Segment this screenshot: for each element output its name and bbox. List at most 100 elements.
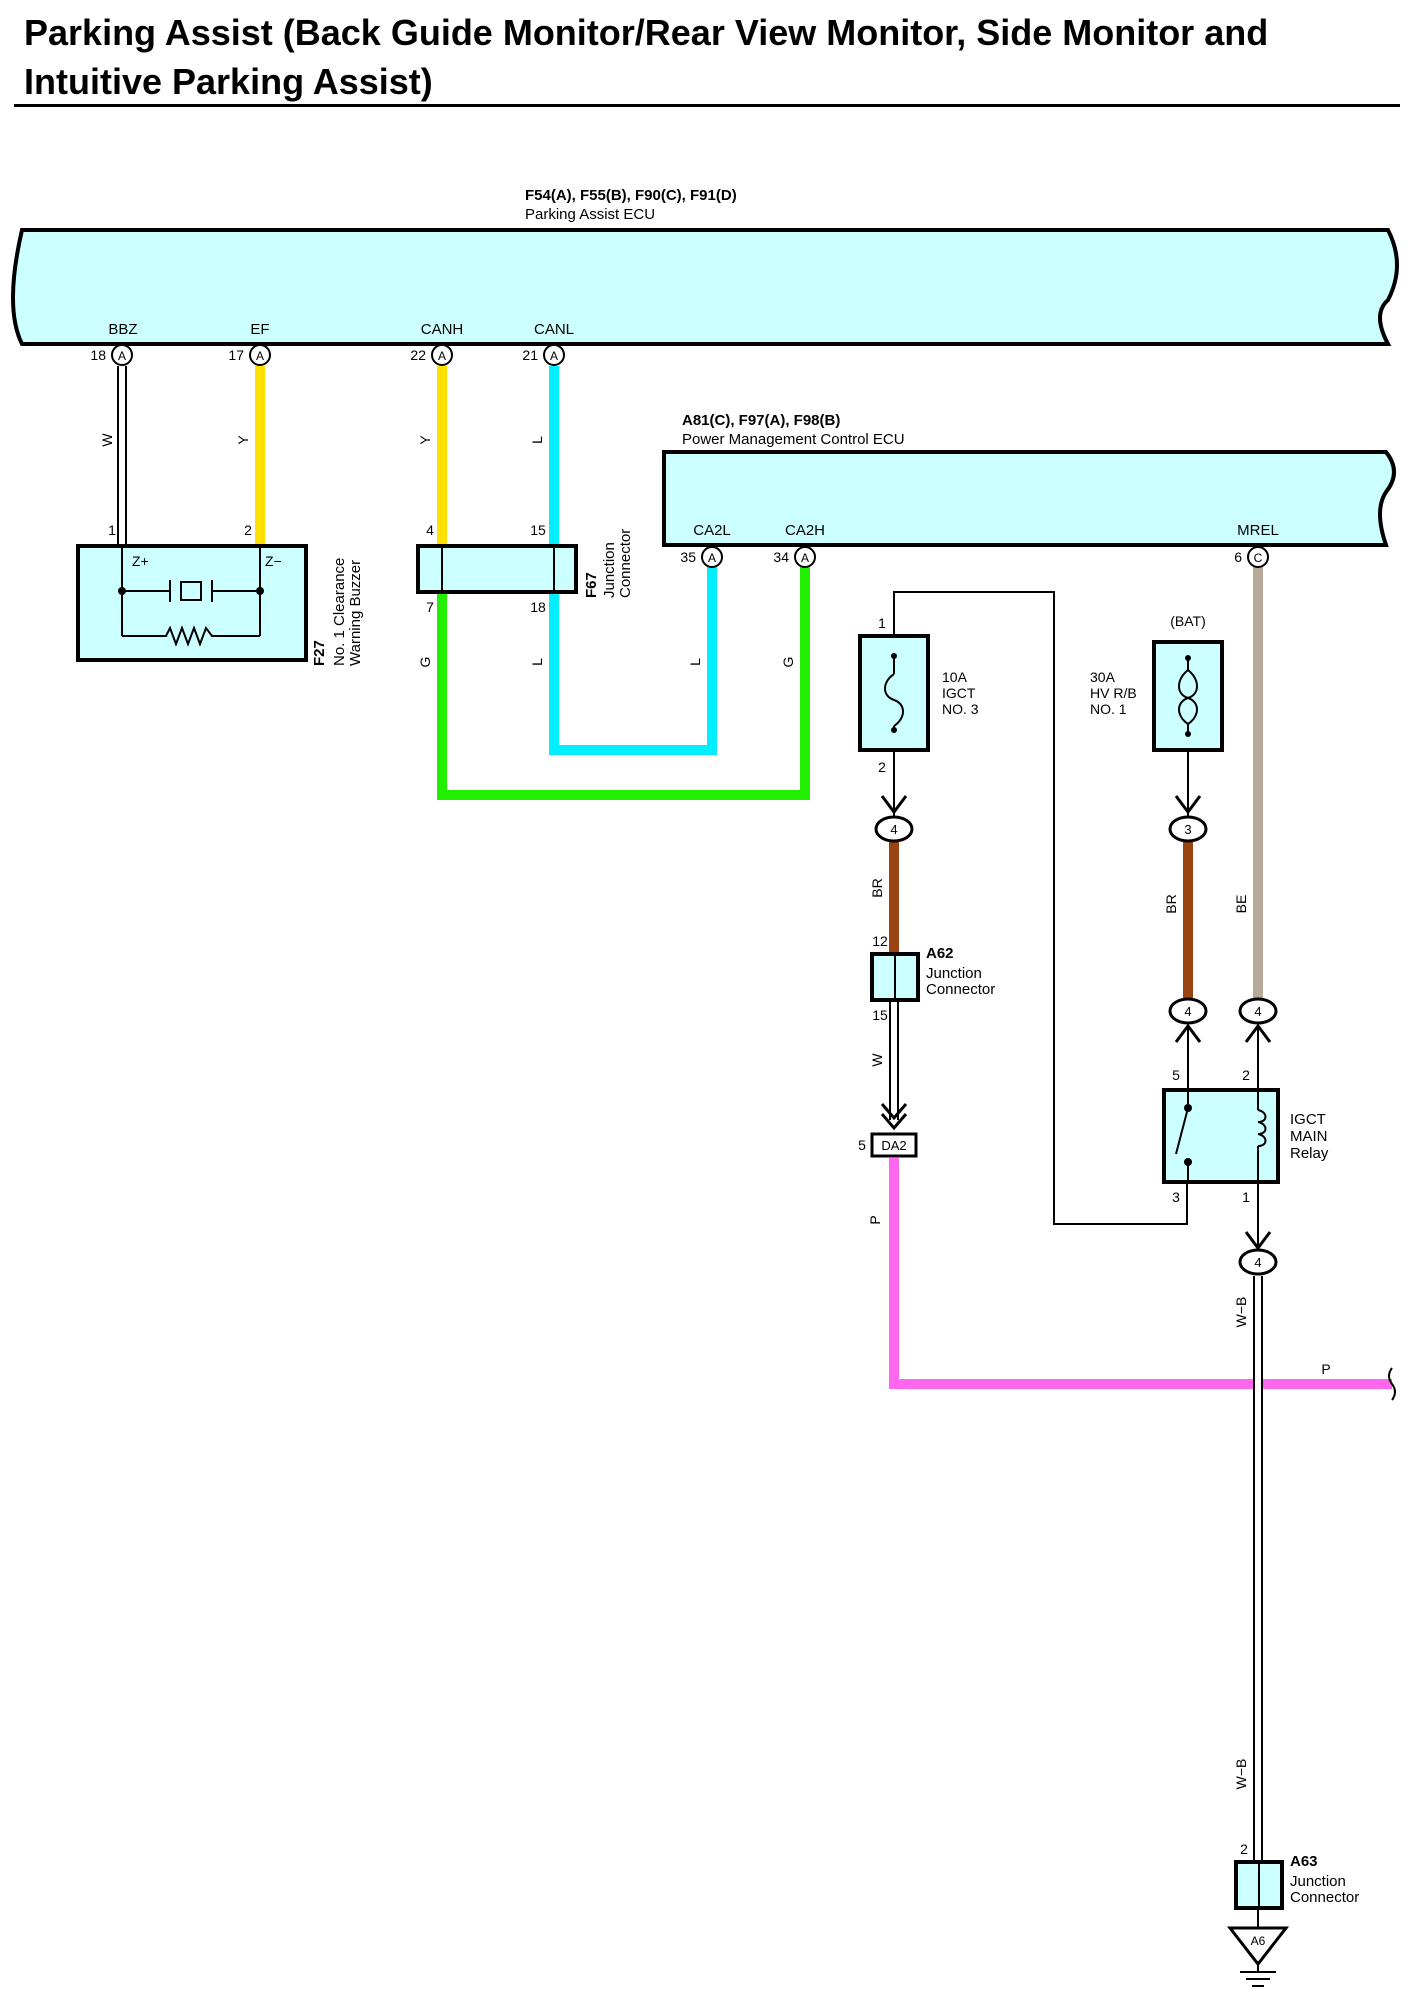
- a62-code: A62: [926, 945, 954, 962]
- pin-ca2h: 34 A: [773, 546, 816, 568]
- fuse-hv-number: NO. 1: [1090, 701, 1127, 717]
- fuse-hv-name: HV R/B: [1090, 685, 1137, 701]
- a62-pin-15: 15: [872, 1007, 888, 1023]
- wire-label-wb-top: W−B: [1233, 1297, 1249, 1328]
- buzzer-code: F27: [311, 640, 328, 666]
- pin-number: 18: [90, 347, 106, 363]
- relay-pin-1: 1: [1242, 1189, 1250, 1205]
- pin-number: 21: [522, 347, 538, 363]
- splice-igct: 4: [874, 795, 914, 843]
- fuse-igct-rating: 10A: [942, 669, 968, 685]
- wire-label-g-left: G: [417, 657, 433, 668]
- connector-da2: DA2 5: [858, 1103, 918, 1158]
- wires: [117, 366, 1392, 1928]
- f67-pin-15: 15: [530, 522, 546, 538]
- pin-number: 35: [680, 549, 696, 565]
- terminal-name-ef: EF: [250, 321, 269, 338]
- fuse-igct-number: NO. 3: [942, 701, 979, 717]
- pin-connector: C: [1254, 551, 1263, 565]
- wire-label-canl: L: [529, 436, 545, 444]
- fuse-hv-rating: 30A: [1090, 669, 1116, 685]
- f67-name-line2: Connector: [617, 529, 634, 598]
- fuse-hv-rb: (BAT) 30A HV R/B NO. 1: [1090, 613, 1224, 752]
- wire-break-mark: [1388, 1367, 1396, 1401]
- splice-number: 4: [890, 822, 897, 837]
- wire-labels: W Y Y L G L L G BR W P BR BE W−B W−B P: [99, 433, 1331, 1790]
- a62-name-line2: Connector: [926, 981, 995, 998]
- f67-pin-18: 18: [530, 599, 546, 615]
- relay-name-line2: MAIN: [1290, 1128, 1328, 1145]
- pin-bbz: 18 A: [90, 344, 133, 366]
- wire-g-ca2h: [437, 566, 810, 800]
- a62-pin-12: 12: [872, 933, 888, 949]
- relay-pin-5: 5: [1172, 1067, 1180, 1083]
- wire-label-ef: Y: [235, 435, 251, 445]
- pin-number: 22: [410, 347, 426, 363]
- wire-label-l-mid: L: [529, 658, 545, 666]
- pin-ef: 17 A: [228, 344, 271, 366]
- buzzer-name-line1: No. 1 Clearance: [331, 558, 348, 666]
- page-title: Parking Assist (Back Guide Monitor/Rear …: [24, 12, 1269, 102]
- relay-name-line1: IGCT: [1290, 1111, 1326, 1128]
- buzzer-name-line2: Warning Buzzer: [347, 560, 364, 666]
- relay-pin-2: 2: [1242, 1067, 1250, 1083]
- splice-connectors: 4 3 4 4 4: [874, 795, 1278, 1276]
- wire-p-da2: [889, 1158, 1392, 1389]
- terminal-name-bbz: BBZ: [108, 321, 137, 338]
- pin-canl: 21 A: [522, 344, 565, 366]
- power-management-ecu: A81(C), F97(A), F98(B) Power Management …: [662, 412, 1396, 568]
- splice-wb: 4: [1238, 1231, 1278, 1276]
- wire-label-br-left: BR: [869, 878, 885, 897]
- power-ecu-code: A81(C), F97(A), F98(B): [682, 412, 840, 429]
- pin-ca2l: 35 A: [680, 546, 723, 568]
- pin-number: 6: [1234, 549, 1242, 565]
- power-ecu-name: Power Management Control ECU: [682, 431, 905, 448]
- buzzer-f27: 1 2 Z+ Z− F27 No. 1 Clearance Warning Bu…: [76, 522, 364, 666]
- f67-name-line1: Junction: [601, 542, 618, 598]
- wire-l-ca2l: [549, 566, 717, 755]
- pin-connector: A: [801, 551, 809, 565]
- parking-ecu-code: F54(A), F55(B), F90(C), F91(D): [525, 187, 737, 204]
- splice-number: 4: [1184, 1004, 1191, 1019]
- splice-be: 4: [1238, 997, 1278, 1043]
- splice-number: 4: [1254, 1004, 1261, 1019]
- splice-number: 3: [1184, 822, 1191, 837]
- splice-hv-top: 3: [1168, 795, 1208, 843]
- wire-label-p-da2: P: [867, 1215, 883, 1224]
- pin-connector: A: [708, 551, 716, 565]
- pin-connector: A: [256, 349, 264, 363]
- relay-pin-3: 3: [1172, 1189, 1180, 1205]
- pin-canh: 22 A: [410, 344, 453, 366]
- wire-label-l-ca2l: L: [687, 658, 703, 666]
- splice-hv-bottom: 4: [1168, 997, 1208, 1043]
- buzzer-pin-2: 2: [244, 522, 252, 538]
- da2-name: DA2: [881, 1138, 906, 1153]
- a63-pin-2: 2: [1240, 1841, 1248, 1857]
- pin-connector: A: [438, 349, 446, 363]
- terminal-name-ca2l: CA2L: [693, 522, 731, 539]
- wire-label-w-a62: W: [869, 1053, 885, 1067]
- wire-label-canh: Y: [417, 435, 433, 445]
- wire-label-g-ca2h: G: [780, 657, 796, 668]
- wire-label-br-right: BR: [1163, 894, 1179, 913]
- f67-pin-7: 7: [426, 599, 434, 615]
- junction-connector-a63: 2 A63 Junction Connector: [1234, 1841, 1359, 1910]
- fuse-igct-pin-2: 2: [878, 759, 886, 775]
- wire-label-wb-bottom: W−B: [1233, 1759, 1249, 1790]
- pin-connector: A: [550, 349, 558, 363]
- ground-a6: A6: [1226, 1926, 1290, 1987]
- fuse-hv-supply: (BAT): [1170, 613, 1206, 629]
- f67-code: F67: [583, 572, 600, 598]
- terminal-name-ca2h: CA2H: [785, 522, 825, 539]
- pin-mrel: 6 C: [1234, 546, 1269, 568]
- ground-name: A6: [1251, 1934, 1266, 1948]
- title-divider: [14, 104, 1400, 107]
- relay-name-line3: Relay: [1290, 1145, 1329, 1162]
- igct-main-relay: 5 2 3 1 IGCT MAIN Relay: [1162, 1067, 1329, 1205]
- fuse-igct-pin-1: 1: [878, 615, 886, 631]
- a63-code: A63: [1290, 1853, 1318, 1870]
- buzzer-pin-1: 1: [108, 522, 116, 538]
- buzzer-terminal-minus: Z−: [265, 553, 282, 569]
- terminal-name-canl: CANL: [534, 321, 574, 338]
